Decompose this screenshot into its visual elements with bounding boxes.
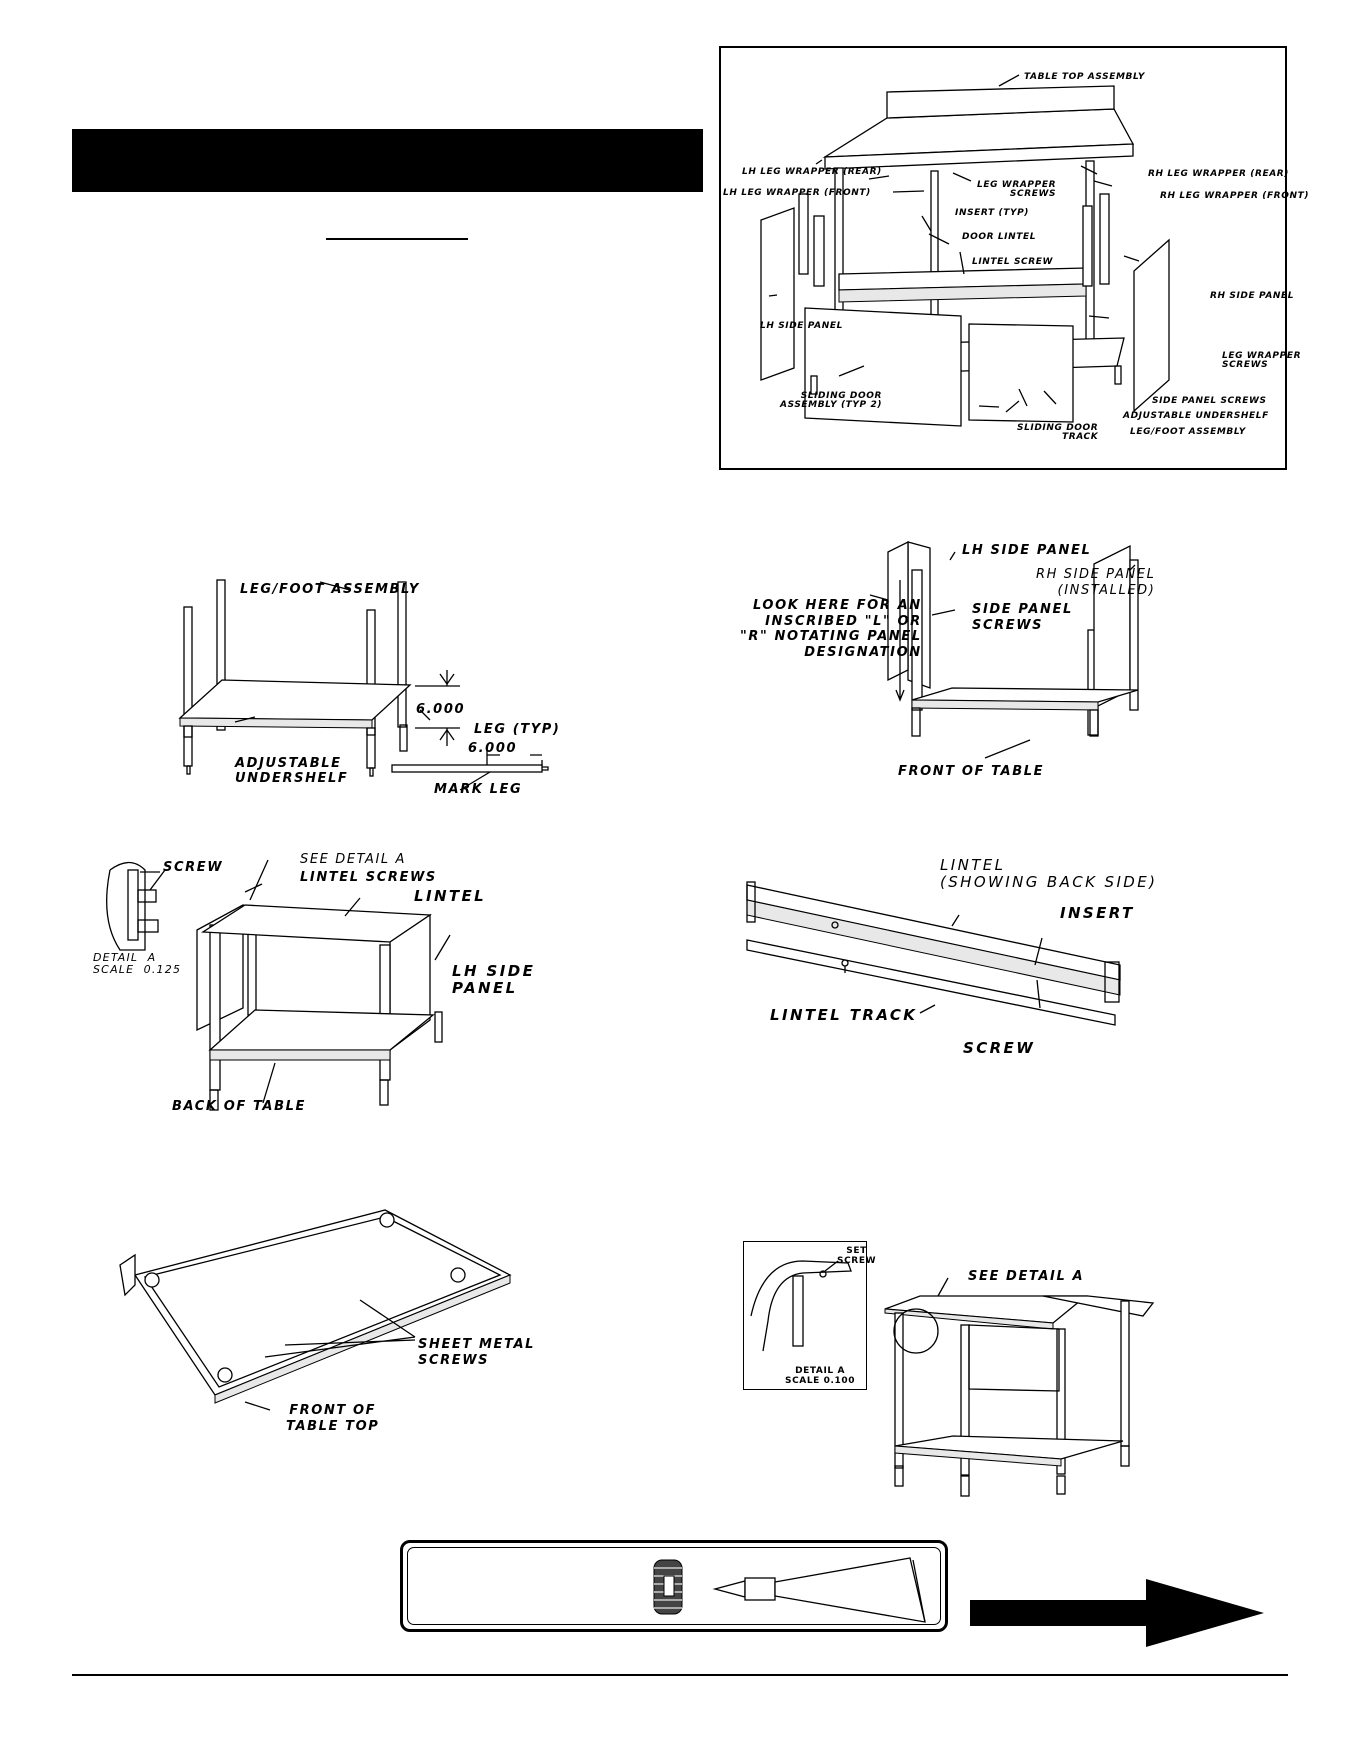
label-adjustable-undershelf: ADJUSTABLE UNDERSHELF — [235, 756, 349, 786]
label-leg-foot-assembly: LEG/FOOT ASSEMBLY — [1130, 427, 1246, 437]
label-sheet-metal-screws: SHEET METAL SCREWS — [418, 1337, 536, 1368]
label-back-of-table: BACK OF TABLE — [172, 1099, 306, 1114]
figure-final-assembly — [750, 1260, 1155, 1497]
label-lh-side-panel: LH SIDE PANEL — [962, 543, 1092, 558]
label-leg-foot-assembly: LEG/FOOT ASSEMBLY — [240, 582, 420, 597]
label-screw: SCREW — [963, 1039, 1036, 1057]
label-lh-side-panel: LH SIDE PANEL — [760, 321, 843, 331]
label-leg-wrapper-screws-top: LEG WRAPPER SCREWS — [977, 180, 1057, 199]
label-sliding-door-track: SLIDING DOOR TRACK — [1017, 423, 1099, 442]
label-dim-6-000-shelf: 6.000 — [416, 702, 466, 717]
label-rh-side-panel-installed: RH SIDE PANEL (INSTALLED) — [1036, 567, 1156, 598]
label-rh-side-panel: RH SIDE PANEL — [1210, 291, 1295, 301]
label-lh-leg-wrapper-rear: LH LEG WRAPPER (REAR) — [742, 167, 882, 177]
exploded-view-frame — [719, 46, 1287, 470]
figure-legs-undershelf — [178, 579, 549, 791]
label-mark-leg: MARK LEG — [434, 782, 523, 797]
figure-table-top — [119, 1209, 512, 1411]
label-lintel-screws: LINTEL SCREWS — [300, 870, 437, 885]
label-front-of-table: FRONT OF TABLE — [898, 764, 1045, 779]
label-sliding-door-assembly: SLIDING DOOR ASSEMBLY (TYP 2) — [780, 391, 883, 410]
label-front-of-table-top: FRONT OF TABLE TOP — [286, 1403, 380, 1434]
label-rh-leg-wrapper-front: RH LEG WRAPPER (FRONT) — [1160, 191, 1310, 201]
label-side-panel-screws: SIDE PANEL SCREWS — [1152, 396, 1267, 406]
label-adjustable-undershelf: ADJUSTABLE UNDERSHELF — [1123, 411, 1269, 421]
label-lintel-track: LINTEL TRACK — [770, 1006, 918, 1024]
label-leg-wrapper-screws-right: LEG WRAPPER SCREWS — [1222, 351, 1302, 370]
sealant-tube-icon — [712, 1557, 926, 1623]
label-lintel: LINTEL — [414, 887, 487, 905]
label-lintel-screw: LINTEL SCREW — [972, 257, 1054, 267]
label-detail-a-scale: DETAIL A SCALE 0.100 — [785, 1366, 856, 1386]
figure-lintel-detail — [746, 881, 1121, 1026]
figure-side-panel-install — [869, 540, 1139, 759]
label-see-detail-a: SEE DETAIL A — [300, 852, 406, 867]
label-side-panel-screws: SIDE PANEL SCREWS — [972, 602, 1073, 633]
label-rh-leg-wrapper-rear: RH LEG WRAPPER (REAR) — [1148, 169, 1290, 179]
label-lh-side-panel: LH SIDE PANEL — [452, 962, 536, 997]
title-underline — [326, 238, 468, 240]
exploded-view-drawing — [760, 74, 1170, 427]
next-page-arrow-icon — [970, 1579, 1264, 1647]
label-leg-typ: LEG (TYP) — [474, 722, 561, 737]
label-insert: INSERT — [1060, 904, 1135, 922]
label-lh-leg-wrapper-front: LH LEG WRAPPER (FRONT) — [723, 188, 871, 198]
set-screw-icon — [653, 1559, 683, 1615]
section-header-bar — [72, 129, 703, 192]
figure-lintel-install — [106, 859, 451, 1111]
label-table-top-assembly: TABLE TOP ASSEMBLY — [1024, 72, 1146, 82]
label-see-detail-a: SEE DETAIL A — [968, 1269, 1085, 1284]
parts-callout-box — [400, 1540, 948, 1632]
label-screw: SCREW — [163, 860, 224, 875]
label-lintel-showing-back-side: LINTEL (SHOWING BACK SIDE) — [940, 856, 1158, 892]
label-detail-a-scale: DETAIL A SCALE 0.125 — [93, 951, 182, 977]
label-set-screw: SET SCREW — [837, 1246, 877, 1266]
label-insert-typ: INSERT (TYP) — [955, 208, 1029, 218]
label-dim-6-000-leg: 6.000 — [468, 741, 518, 756]
footer-divider — [72, 1674, 1288, 1676]
label-door-lintel: DOOR LINTEL — [962, 232, 1037, 242]
detail-a-inset-frame — [743, 1241, 867, 1390]
label-look-here-note: LOOK HERE FOR AN INSCRIBED "L" OR "R" NO… — [740, 598, 922, 660]
